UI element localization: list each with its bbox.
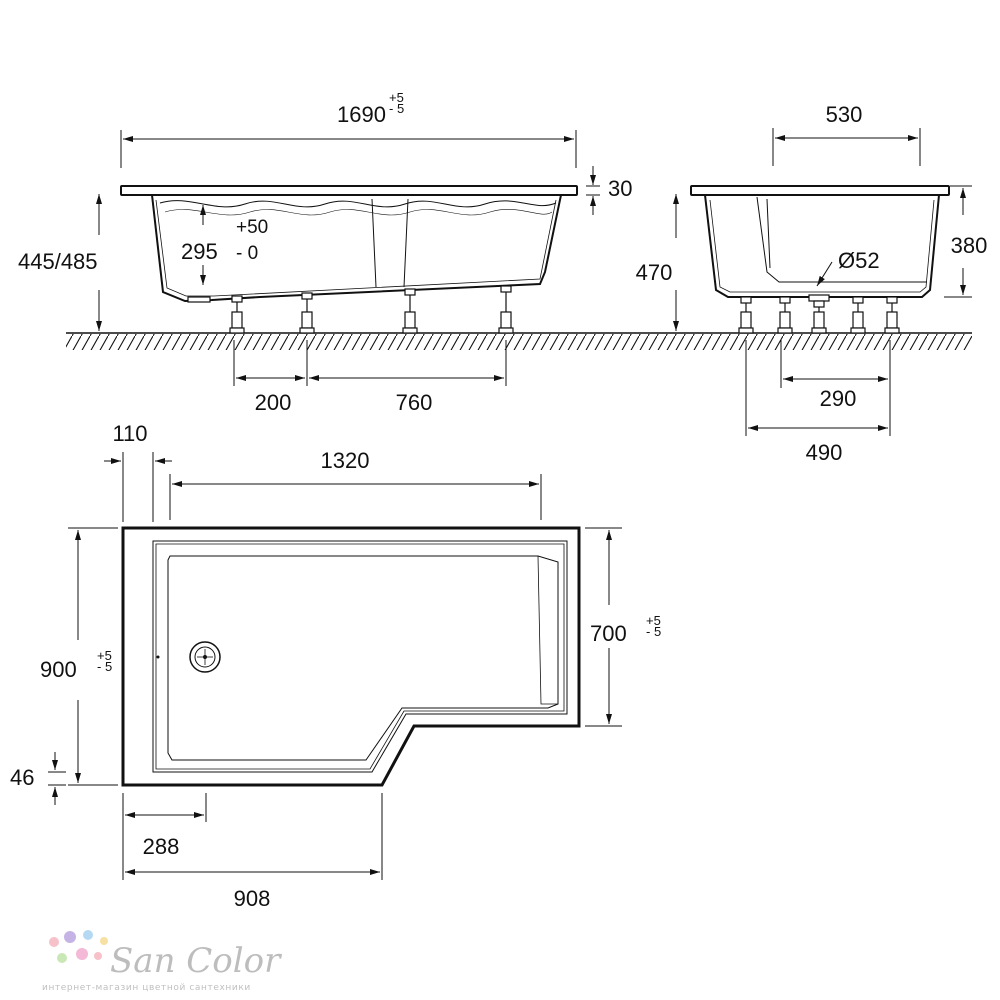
- narrow-width-label: 700: [590, 621, 627, 646]
- inner-height-label: 380: [951, 233, 988, 258]
- brand-name: San Color: [110, 941, 282, 981]
- logo-dot: [57, 953, 67, 963]
- depth-tol-minus: - 0: [236, 243, 258, 264]
- front-legs: [229, 285, 514, 334]
- dim-inner-height: 380: [944, 185, 988, 298]
- dim-height: 445/485: [18, 194, 102, 331]
- end-legs: [738, 296, 900, 334]
- dim-side-legs: 290 490: [745, 340, 891, 465]
- side-leg-gap-label: 290: [820, 386, 857, 411]
- rim-width-label: 46: [10, 765, 34, 790]
- logo-dot: [83, 930, 93, 940]
- dim-side-height: 470: [636, 194, 679, 331]
- leg-gap-label: 200: [255, 390, 292, 415]
- front-elevation: [120, 185, 578, 303]
- width-tol-plus: +5: [97, 648, 112, 663]
- dim-length: 1690 +5 - 5: [120, 90, 577, 168]
- inner-length-label: 1320: [321, 448, 370, 473]
- offset-label: 110: [112, 421, 147, 446]
- dim-offset: 110: [104, 421, 172, 522]
- side-leg-span-label: 490: [806, 440, 843, 465]
- narrow-tol-minus: - 5: [646, 624, 661, 639]
- dim-depth: 295 +50 - 0: [181, 205, 268, 285]
- logo-dot: [100, 937, 108, 945]
- depth-tol-plus: +50: [236, 217, 268, 238]
- logo-dots-icon: [49, 930, 108, 963]
- dim-width-top: 530: [772, 102, 921, 166]
- dim-wide-part: 908: [125, 793, 383, 911]
- logo-dot: [49, 937, 59, 947]
- dim-width: 900 +5 - 5: [40, 527, 118, 786]
- floor: [66, 332, 972, 350]
- drain-pos-label: 288: [143, 834, 180, 859]
- dim-drain-position: 288: [122, 793, 207, 880]
- dim-rim: 30: [586, 166, 632, 215]
- length-tol-minus: - 5: [389, 101, 404, 116]
- depth-label: 295: [181, 239, 218, 264]
- width-label: 900: [40, 657, 77, 682]
- brand-tagline: интернет-магазин цветной сантехники: [42, 983, 251, 993]
- length-label: 1690: [337, 102, 386, 127]
- wide-part-label: 908: [234, 886, 271, 911]
- logo-dot: [64, 931, 76, 943]
- logo-dot: [76, 948, 88, 960]
- side-height-label: 470: [636, 260, 673, 285]
- narrow-tol-plus: +5: [646, 613, 661, 628]
- width-top-label: 530: [826, 102, 863, 127]
- dim-narrow-width: 700 +5 - 5: [585, 527, 661, 727]
- length-tol-plus: +5: [389, 90, 404, 105]
- plan-drain-icon: [189, 641, 221, 673]
- dim-inner-length: 1320: [169, 448, 542, 520]
- end-elevation: [690, 185, 950, 302]
- dim-leg-spacing: 200 760: [233, 340, 507, 415]
- width-tol-minus: - 5: [97, 659, 112, 674]
- watermark-logo: San Color интернет-магазин цветной санте…: [42, 930, 282, 993]
- leg-span-label: 760: [396, 390, 433, 415]
- dim-drain: Ø52: [816, 248, 880, 287]
- drain-label: Ø52: [838, 248, 880, 273]
- dim-rim-width: 46: [10, 752, 66, 805]
- plan-view: [121, 526, 581, 787]
- logo-dot: [94, 952, 102, 960]
- rim-label: 30: [608, 176, 632, 201]
- height-label: 445/485: [18, 249, 98, 274]
